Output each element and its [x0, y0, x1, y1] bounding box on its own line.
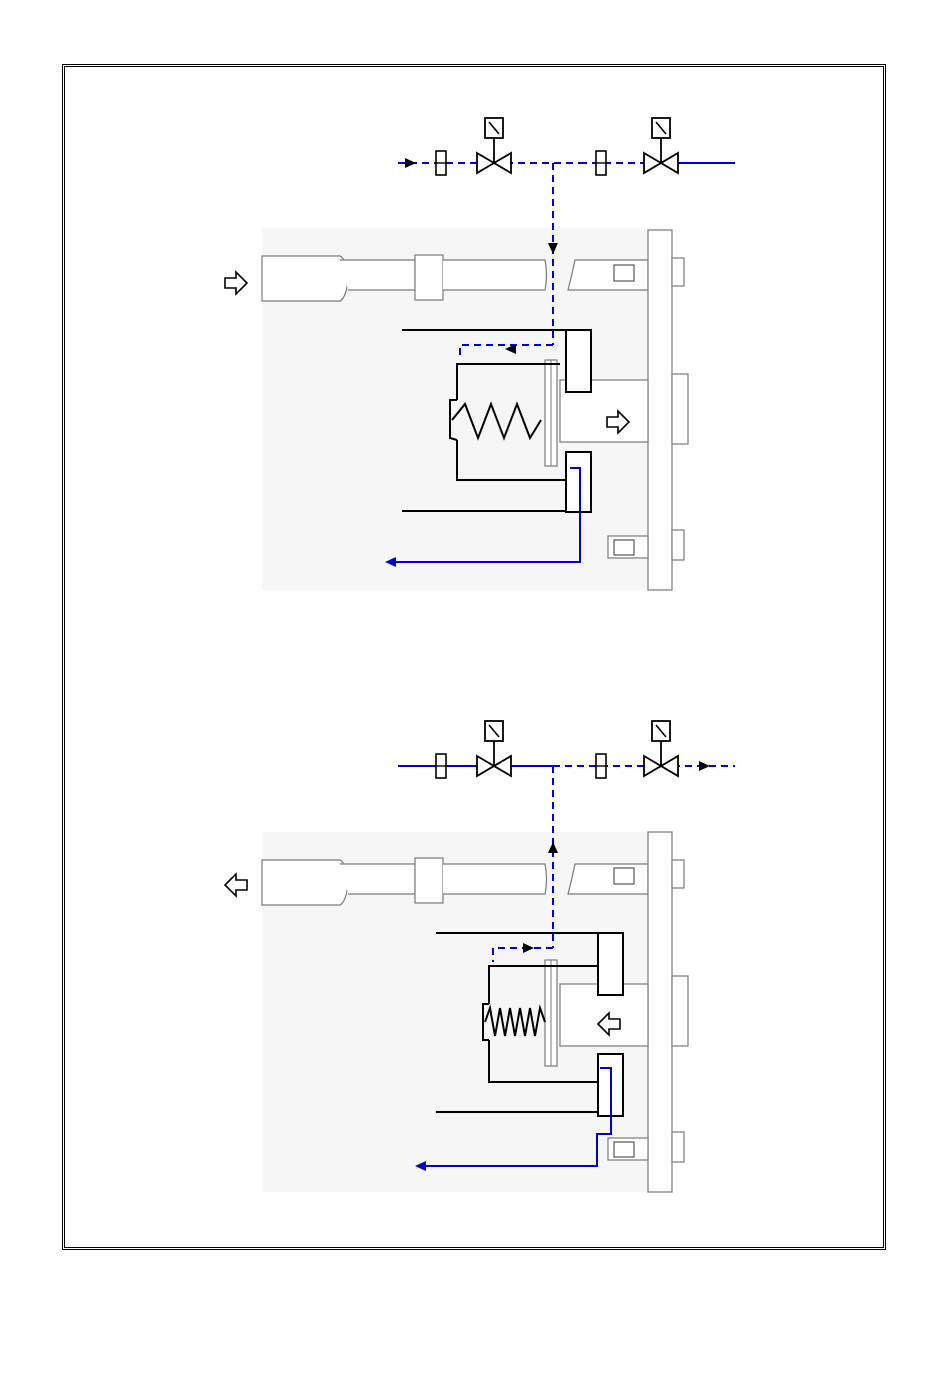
lower-flow-arrow-out	[699, 761, 710, 771]
lower-diagram	[225, 721, 735, 1192]
upper-solenoid-valve-right	[644, 118, 678, 173]
upper-top-port-block	[566, 330, 591, 392]
upper-bottom-port-block	[566, 452, 591, 512]
upper-solenoid-valve-left	[477, 118, 511, 173]
lower-fitting-right	[596, 754, 606, 778]
upper-fitting-left	[436, 151, 446, 175]
lower-solenoid-valve-right	[644, 721, 678, 776]
upper-flow-arrow-in	[405, 158, 416, 168]
lower-fitting-left	[436, 754, 446, 778]
upper-direction-arrow	[225, 272, 247, 294]
lower-top-port-block	[598, 933, 623, 995]
lower-solenoid-valve-left	[477, 721, 511, 776]
upper-diagram	[225, 118, 735, 590]
upper-fitting-right	[596, 151, 606, 175]
lower-direction-arrow	[225, 874, 247, 896]
